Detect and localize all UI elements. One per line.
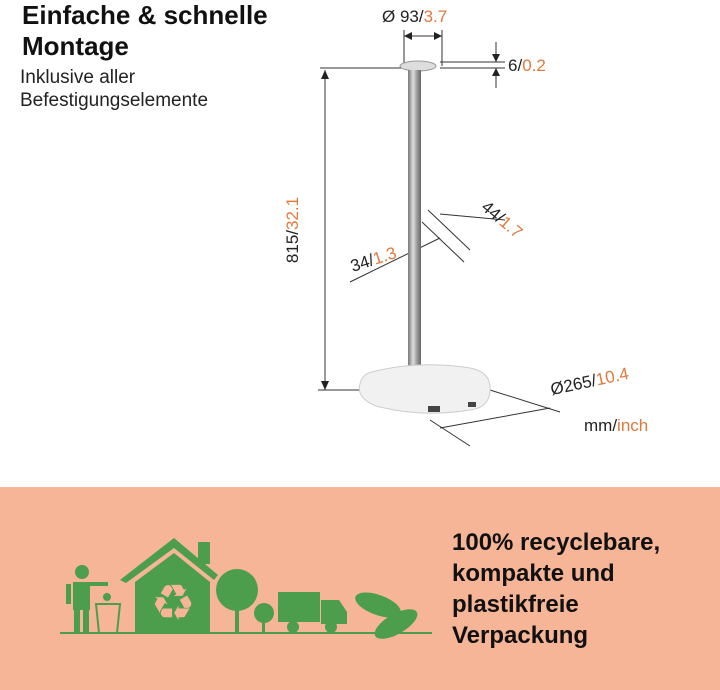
trash-bin-icon [94,603,122,634]
eco-banner [0,487,720,690]
person-icon [66,565,111,633]
stand-drawing [318,30,561,447]
units-label: mm/inch [584,416,649,435]
heading-line: Montage [22,31,129,61]
eco-line: kompakte und [452,560,615,587]
truck-icon [278,592,347,633]
house-icon [120,538,218,633]
eco-illustration: ♻ [60,538,432,639]
subheading-line: Inklusive aller [20,67,136,88]
leaves-icon [355,592,418,639]
heading-line: Einfache & schnelle [22,0,268,30]
dim-top-plate: Ø 93/3.7 [382,7,448,26]
eco-text: 100% recyclebare, kompakte und plastikfr… [452,527,660,651]
dim-plate-thickness: 6/0.2 [508,56,546,75]
eco-line: Verpackung [452,622,589,649]
dim-height: 815/32.1 [283,196,303,264]
eco-line: plastikfreie [452,591,579,618]
recycle-icon: ♻ [151,575,196,631]
tree-icon [216,569,274,633]
subheading-line: Befestigungselemente [20,90,209,111]
eco-line: 100% recyclebare, [452,529,661,556]
